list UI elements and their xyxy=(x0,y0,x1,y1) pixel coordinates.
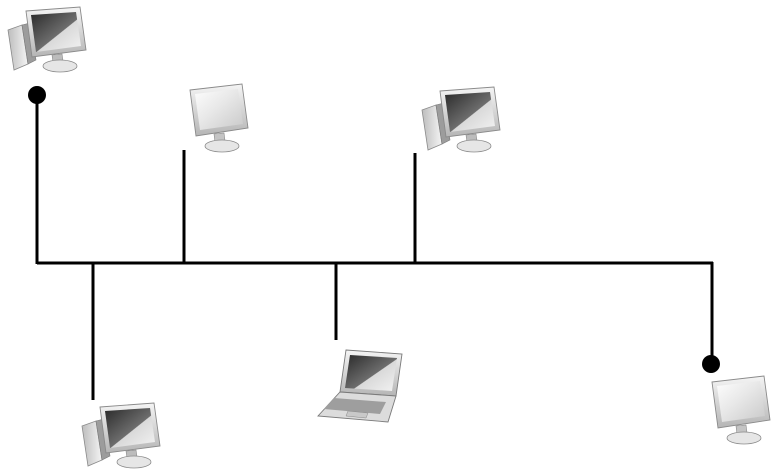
monitor-icon xyxy=(712,376,770,444)
desktop-computer-icon xyxy=(8,7,86,72)
desktop-computer-icon xyxy=(422,87,500,152)
desktop-computer-icon xyxy=(82,403,160,468)
terminator-right xyxy=(702,355,720,373)
laptop-icon xyxy=(318,350,402,422)
monitor-icon xyxy=(190,84,248,152)
terminator-left xyxy=(28,86,46,104)
